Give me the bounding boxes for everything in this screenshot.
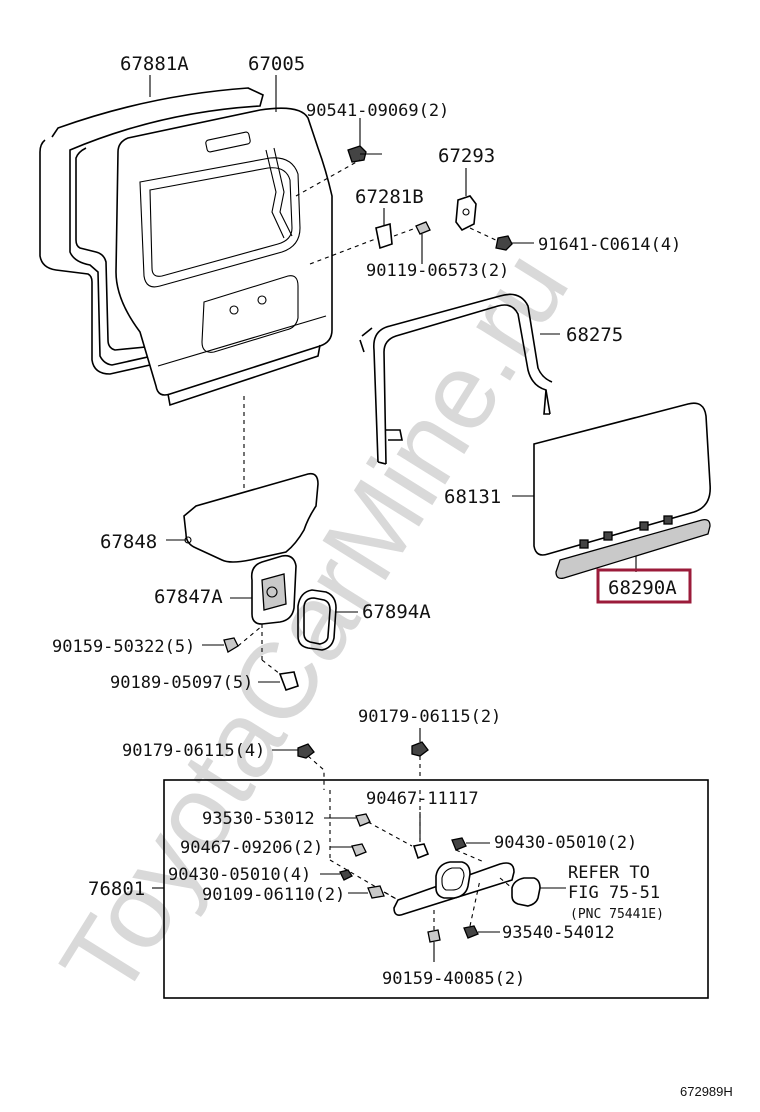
label-90467-11117: 90467-11117 (366, 789, 479, 809)
screw-93530 (324, 813, 413, 847)
screw-90159-40085 (427, 910, 441, 962)
label-91641: 91641-C0614(4) (538, 235, 681, 255)
label-67847a: 67847A (154, 586, 223, 608)
nut-90430-a (320, 869, 353, 881)
sub-assembly-box-76801 (163, 779, 709, 999)
label-90430-4: 90430-05010(4) (168, 865, 311, 885)
label-90159-40085: 90159-40085(2) (382, 969, 525, 989)
lamp-lens-ref (499, 877, 566, 907)
label-76801: 76801 (88, 878, 145, 900)
seal-67894a (297, 589, 358, 651)
label-90179-2: 90179-06115(2) (358, 707, 501, 727)
label-67848: 67848 (100, 531, 157, 553)
bolt-91641 (495, 235, 534, 251)
label-93530: 93530-53012 (202, 809, 315, 829)
clip-90467-09206 (330, 843, 367, 857)
garnish-68290a (555, 515, 711, 580)
weatherstrip-67881a (39, 87, 264, 375)
label-90189: 90189-05097(5) (110, 673, 253, 693)
cap-93540 (463, 879, 500, 939)
label-67281b: 67281B (355, 186, 424, 208)
label-90179-4: 90179-06115(4) (122, 741, 265, 761)
label-68131: 68131 (444, 486, 501, 508)
glass-channel-68275 (359, 293, 560, 465)
label-67293: 67293 (438, 145, 495, 167)
highlight-box-68290a (596, 568, 692, 604)
screw-90119 (393, 221, 431, 264)
screw-90159-50322 (202, 625, 263, 653)
label-90159-50322: 90159-50322(5) (52, 637, 195, 657)
label-67881a: 67881A (120, 53, 189, 75)
nut-90430-b (451, 837, 490, 863)
label-68290a: 68290A (608, 577, 677, 599)
nut-90179-b (411, 728, 429, 780)
bracket-67281b (309, 208, 393, 265)
label-93540: 93540-54012 (502, 923, 615, 943)
refer-to-line1: REFER TO (568, 863, 650, 883)
label-68275: 68275 (566, 324, 623, 346)
clip-90467-11117 (412, 812, 430, 860)
nut-90179-a (272, 743, 325, 790)
label-67005: 67005 (248, 53, 305, 75)
label-90109: 90109-06110(2) (202, 885, 345, 905)
label-90541: 90541-09069(2) (306, 101, 449, 121)
hinge-67293 (455, 168, 501, 243)
diagram-code: 672989H (680, 1084, 733, 1099)
clip-90541 (347, 118, 382, 163)
clip-90189-05097 (258, 624, 299, 692)
refer-to-line2: FIG 75-51 (568, 883, 660, 903)
cover-67848 (166, 396, 319, 563)
trim-67847a (230, 554, 297, 625)
label-90467-09206: 90467-09206(2) (180, 838, 323, 858)
label-67894a: 67894A (362, 601, 431, 623)
label-90430-2: 90430-05010(2) (494, 833, 637, 853)
back-door-67005 (115, 107, 333, 407)
screw-90109 (348, 885, 399, 901)
label-90119: 90119-06573(2) (366, 261, 509, 281)
refer-to-line3: (PNC 75441E) (570, 907, 664, 922)
